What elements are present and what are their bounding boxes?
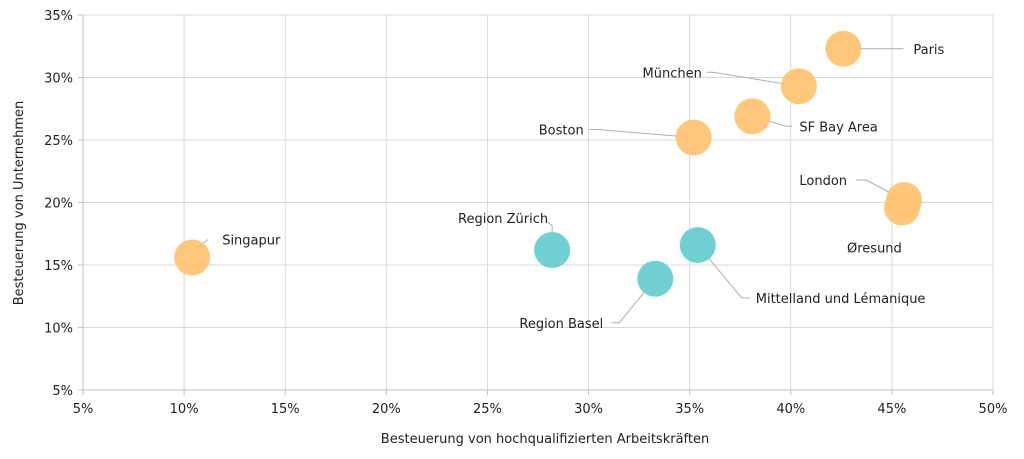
y-tick-label: 15% [44, 259, 73, 274]
point-mittelland-und-l-manique [679, 227, 716, 263]
point-boston [675, 119, 712, 156]
x-tick-label: 50% [979, 402, 1008, 417]
point-label: Paris [913, 43, 944, 58]
x-tick-label: 10% [170, 402, 199, 417]
point-label: Øresund [847, 242, 902, 257]
x-axis-title: Besteuerung von hochqualifizierten Arbei… [381, 432, 709, 447]
leader-line [706, 71, 799, 87]
point-label: Boston [539, 124, 584, 139]
x-tick-label: 20% [372, 402, 401, 417]
y-tick-label: 5% [52, 384, 73, 399]
x-tick-label: 25% [473, 402, 502, 417]
y-tick-label: 25% [44, 134, 73, 149]
point-label: London [799, 174, 847, 189]
point-paris [825, 30, 862, 67]
leader-line [611, 278, 656, 324]
point--resund [884, 189, 920, 226]
grid [83, 14, 994, 390]
y-tick-label: 35% [44, 9, 73, 24]
point-region-basel [637, 260, 674, 297]
leader-line [589, 129, 694, 138]
point-m-nchen [780, 68, 817, 105]
point-sf-bay-area [734, 98, 771, 135]
point-label: Singapur [222, 234, 281, 249]
y-tick-label: 30% [44, 72, 73, 87]
y-axis-title: Besteuerung von Unternehmen [12, 101, 27, 306]
point-label: Mittelland und Lémanique [756, 292, 926, 307]
x-tick-label: 35% [675, 402, 704, 417]
y-tick-label: 20% [44, 197, 73, 212]
y-tick-label: 10% [44, 322, 73, 337]
axes: 5% 10% 15% 20% 25% 30% 35% 40% 45% 50% 5% 10% 15% 20%… [44, 9, 1007, 417]
point-singapur [174, 239, 211, 276]
point-label: SF Bay Area [799, 120, 878, 135]
x-tick-label: 40% [776, 402, 805, 417]
x-tick-label: 5% [73, 402, 94, 417]
x-tick-label: 30% [574, 402, 603, 417]
point-label: München [643, 66, 702, 81]
leader-line [697, 244, 750, 299]
point-region-z-rich [534, 232, 571, 268]
data-points [174, 30, 923, 297]
point-label: Region Zürich [458, 212, 548, 227]
leader-lines [191, 48, 905, 324]
point-label: Region Basel [519, 317, 603, 332]
x-tick-label: 45% [877, 402, 906, 417]
x-tick-label: 15% [271, 402, 300, 417]
